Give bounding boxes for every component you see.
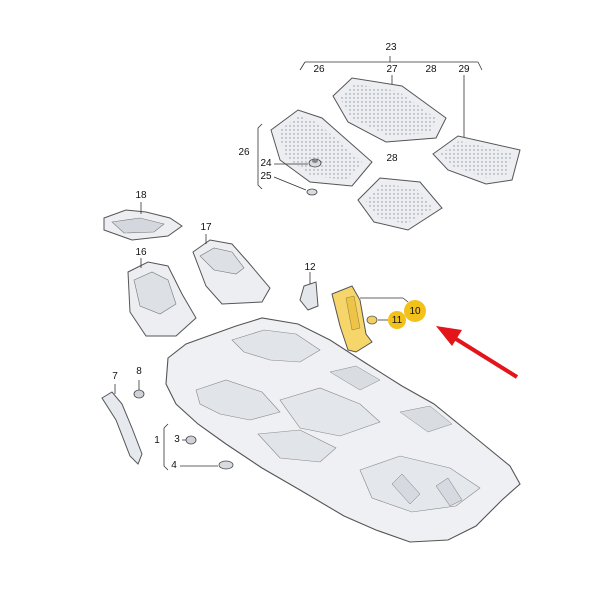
floor-mat-rear-right-29 — [432, 135, 521, 185]
fastener-3 — [185, 435, 197, 445]
label-7: 7 — [112, 371, 118, 382]
label-25: 25 — [260, 171, 272, 182]
label-26-top: 26 — [313, 64, 325, 75]
label-26-left: 26 — [238, 147, 250, 158]
footwell-insulation-17 — [192, 234, 271, 305]
fastener-8 — [133, 380, 145, 399]
fastener-4 — [218, 460, 234, 470]
label-1: 1 — [154, 435, 160, 446]
red-pointer-arrow — [436, 326, 519, 379]
label-16: 16 — [135, 247, 147, 258]
callout-lines-24-25 — [257, 123, 308, 191]
mat-fastener-25 — [306, 188, 318, 196]
side-trim-7 — [101, 384, 143, 465]
label-23: 23 — [385, 42, 397, 53]
label-4: 4 — [171, 460, 177, 471]
highlighted-trim-panel-10 — [331, 285, 373, 353]
floor-carpet-1 — [165, 317, 521, 543]
footwell-insulation-16 — [127, 258, 197, 337]
label-27: 27 — [386, 64, 398, 75]
label-12: 12 — [304, 262, 316, 273]
label-29: 29 — [458, 64, 470, 75]
label-11-highlighted: 11 — [388, 311, 406, 329]
callout-bracket-23 — [299, 56, 483, 140]
floor-mat-rear-left-27 — [332, 77, 447, 143]
trim-panel-18 — [103, 202, 183, 241]
label-8: 8 — [136, 366, 142, 377]
label-28-top: 28 — [425, 64, 437, 75]
callout-lines-1-3-4 — [163, 423, 218, 471]
bracket-12 — [299, 272, 319, 311]
mat-clip-24 — [308, 158, 322, 168]
label-10-highlighted: 10 — [404, 300, 426, 322]
clip-11 — [366, 315, 378, 325]
label-24: 24 — [260, 158, 272, 169]
label-17: 17 — [200, 222, 212, 233]
floor-mat-front-right-28 — [357, 177, 443, 231]
label-3: 3 — [174, 434, 180, 445]
label-28-mat: 28 — [386, 153, 398, 164]
label-18: 18 — [135, 190, 147, 201]
